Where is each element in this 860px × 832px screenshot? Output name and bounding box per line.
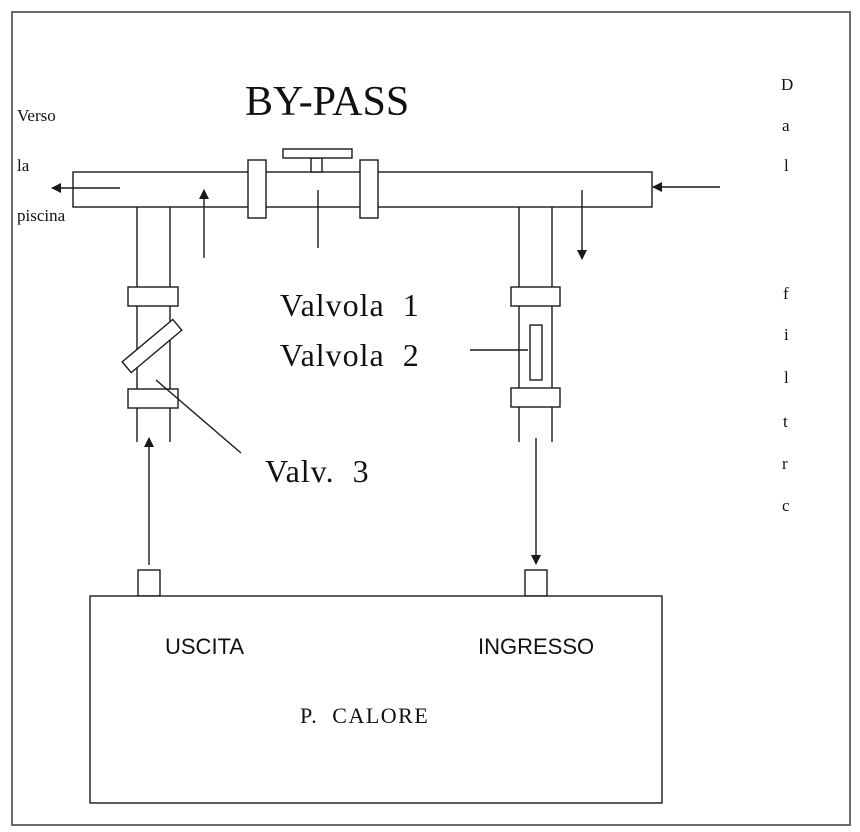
right-label-letter: r	[782, 454, 788, 473]
inlet-connector	[524, 569, 548, 597]
right-label-letter: i	[784, 325, 789, 344]
valve-1-flange-left	[247, 159, 267, 219]
heat-pump-name: P. CALORE	[300, 703, 429, 728]
outlet-connector	[137, 569, 161, 597]
right-label-letter: D	[781, 75, 793, 94]
right-label-letter: a	[782, 116, 790, 135]
right-label-letter: l	[784, 368, 789, 387]
valve-1-label: Valvola 1	[280, 287, 420, 323]
right-label-letter: c	[782, 496, 790, 515]
right-vertical-pipe	[518, 207, 553, 442]
left-label-line-1: Verso	[17, 106, 56, 125]
left-pipe-fitting-top	[127, 286, 179, 307]
valve-1-stem	[310, 157, 323, 173]
right-pipe-fitting-bottom	[510, 387, 561, 408]
valve-3-pointer	[155, 379, 242, 454]
valve-1-handle	[282, 148, 353, 159]
valve-2-label: Valvola 2	[280, 337, 420, 373]
right-label-letter: t	[783, 412, 788, 431]
diagram-title: BY-PASS	[245, 79, 409, 125]
heat-pump-inlet-label: INGRESSO	[478, 634, 594, 659]
right-pipe-fitting-top	[510, 286, 561, 307]
valve-1-flange-right	[359, 159, 379, 219]
right-label-letter: f	[783, 284, 789, 303]
left-label-line-2: la	[17, 156, 30, 175]
valve-3-label: Valv. 3	[265, 453, 370, 489]
heat-pump-outlet-label: USCITA	[165, 634, 244, 659]
right-label-letter: l	[784, 156, 789, 175]
heat-pump-box	[89, 595, 663, 804]
valve-3-body	[121, 318, 183, 374]
left-vertical-pipe	[136, 207, 171, 442]
valve-2-body	[529, 324, 543, 381]
left-label-line-3: piscina	[17, 206, 66, 225]
